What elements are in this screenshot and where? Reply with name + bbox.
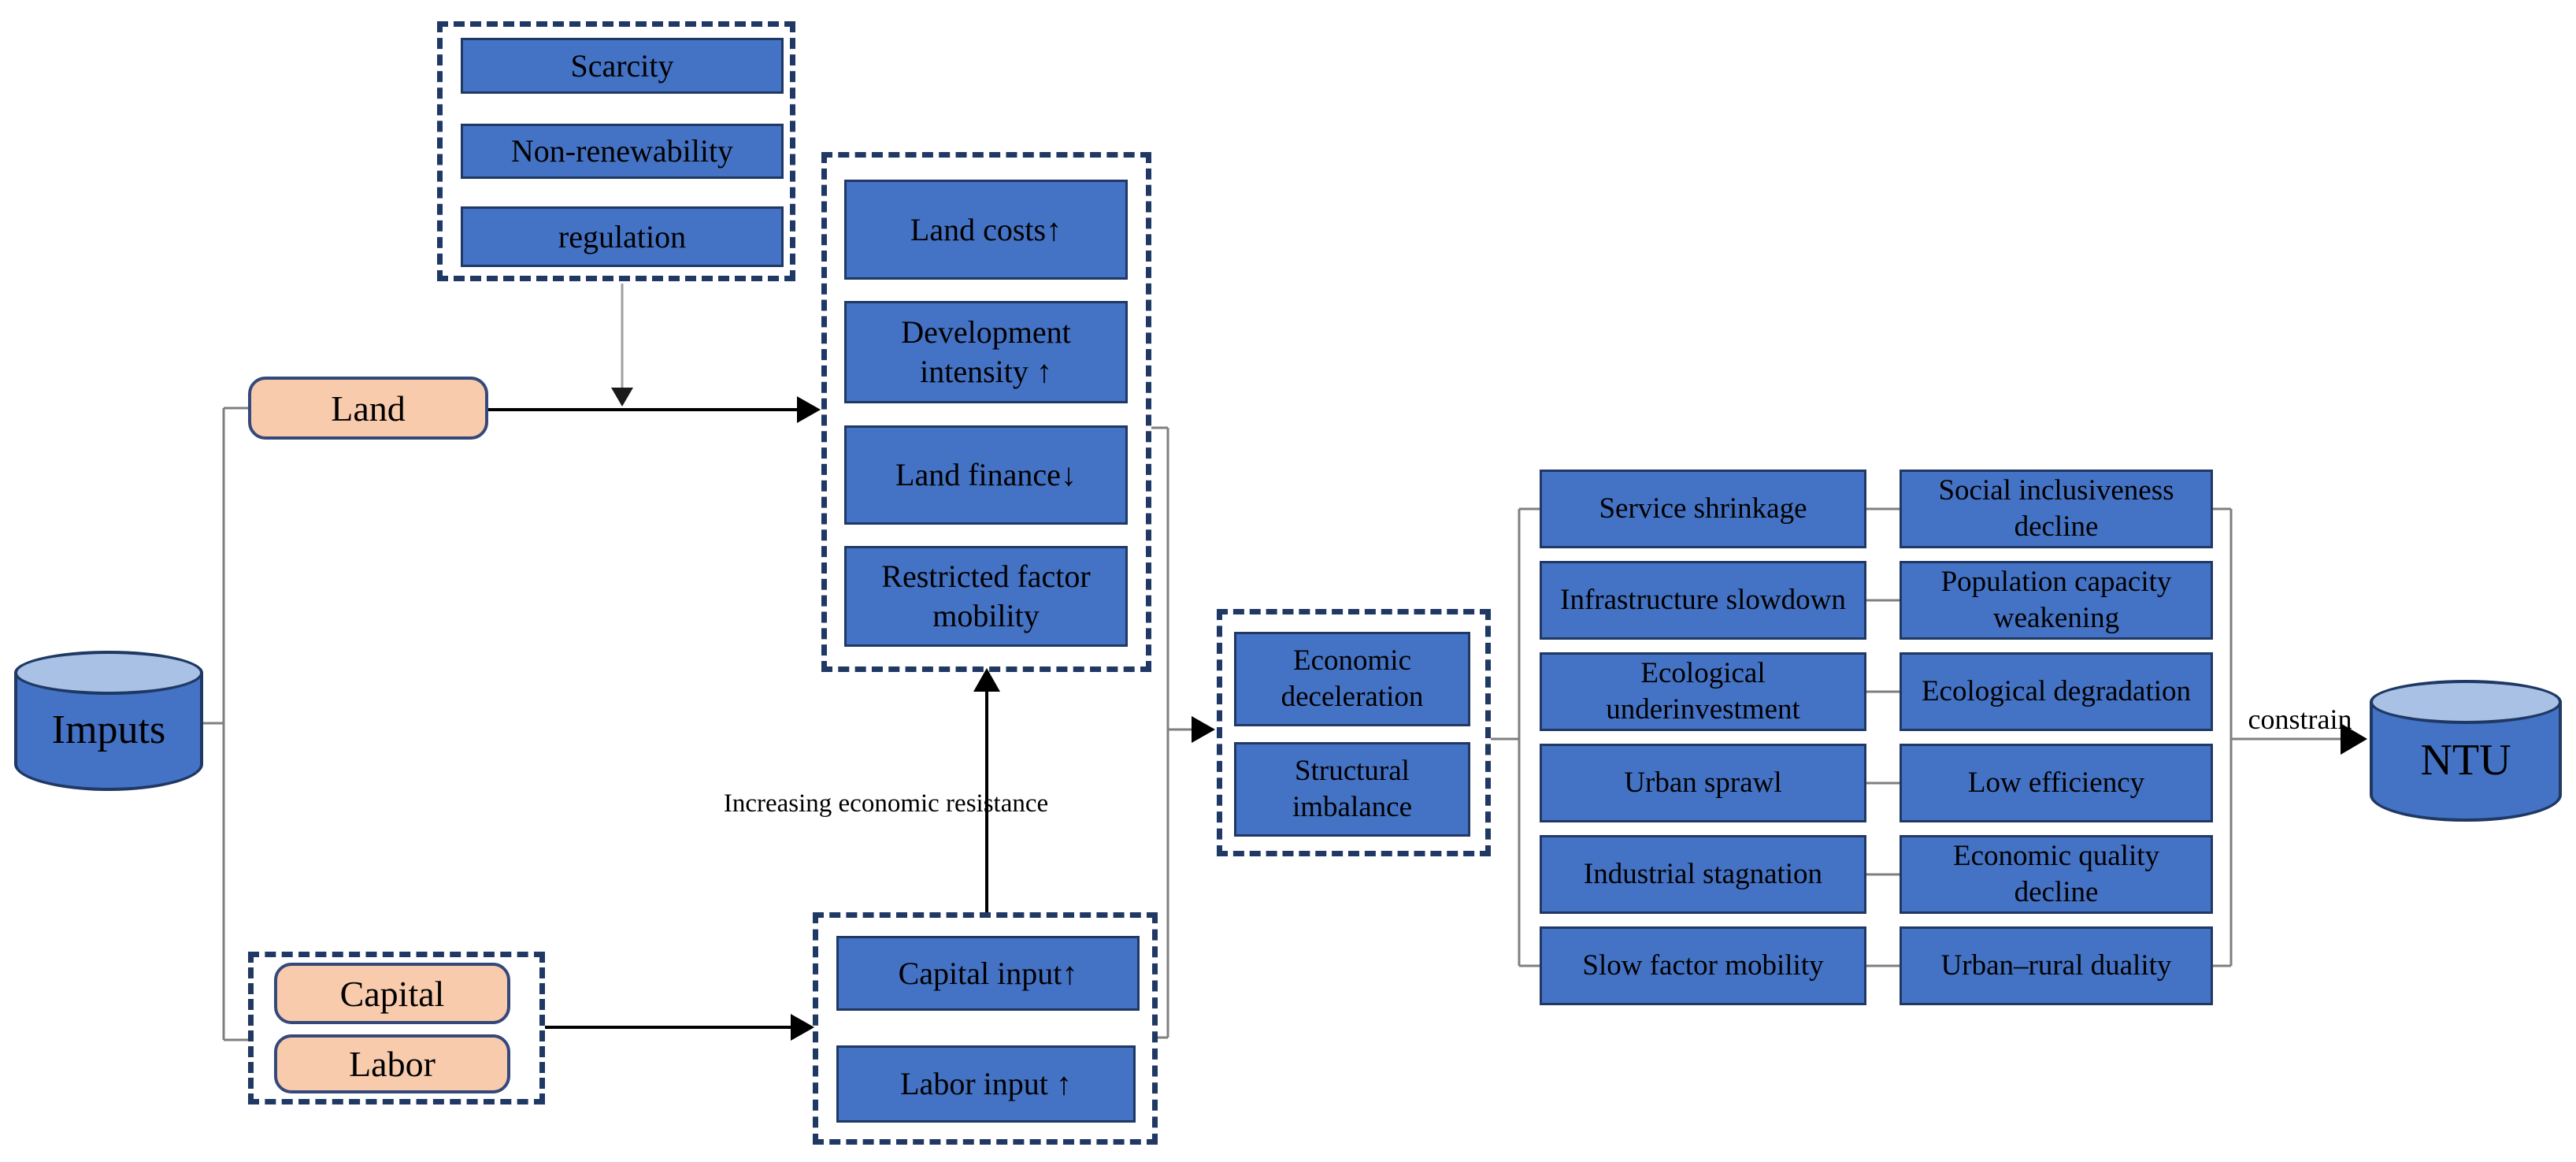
land-effect-label: Land finance↓ — [895, 457, 1077, 492]
land-effect-label: Development intensity ↑ — [901, 314, 1071, 389]
cause-box: Urban sprawl — [1540, 744, 1866, 822]
effect-box: Ecological degradation — [1900, 652, 2213, 731]
cause-box: Ecological underinvestment — [1540, 652, 1866, 731]
effect-box: Economic quality decline — [1900, 835, 2213, 914]
cause-label: Infrastructure slowdown — [1560, 583, 1846, 616]
factor-land-label: Land — [331, 388, 406, 429]
cause-label: Urban sprawl — [1624, 766, 1782, 799]
effect-label: Urban–rural duality — [1940, 949, 2172, 982]
factor-labor-label: Labor — [349, 1044, 436, 1084]
outcome-box: Economic deceleration — [1234, 632, 1470, 726]
land-attribute-label: regulation — [558, 218, 687, 254]
cause-label: Service shrinkage — [1599, 492, 1807, 525]
land-effect-box: Land finance↓ — [844, 425, 1128, 525]
input-effects-group — [813, 912, 1158, 1145]
factor-capital: Capital — [274, 963, 510, 1024]
outcome-label: Economic deceleration — [1281, 644, 1424, 713]
land-effect-box: Land costs↑ — [844, 180, 1128, 280]
effect-box: Low efficiency — [1900, 744, 2213, 822]
land-effect-label: Land costs↑ — [910, 211, 1062, 247]
attributes-down-arrowhead — [611, 388, 633, 407]
effect-label: Economic quality decline — [1952, 839, 2160, 908]
land-attribute-box: Non-renewability — [461, 124, 784, 179]
land-attributes-group — [437, 21, 795, 281]
input-effect-box: Capital input↑ — [836, 936, 1140, 1011]
land-effects-arrowhead — [797, 396, 821, 423]
ntu-cylinder-top — [2370, 680, 2562, 724]
land-attribute-box: Scarcity — [461, 38, 784, 94]
effect-label: Social inclusiveness decline — [1938, 473, 2174, 543]
factor-labor: Labor — [274, 1034, 510, 1093]
factor-capital-label: Capital — [339, 973, 445, 1014]
effect-label: Ecological degradation — [1921, 674, 2192, 707]
cause-box: Slow factor mobility — [1540, 926, 1866, 1005]
outcomes-arrowhead — [1192, 716, 1215, 743]
land-attribute-label: Non-renewability — [510, 133, 734, 169]
inputs-cylinder: Imputs — [14, 651, 203, 791]
cause-label: Industrial stagnation — [1583, 857, 1823, 890]
inputs-cylinder-top — [14, 651, 203, 695]
cause-label: Slow factor mobility — [1582, 949, 1824, 982]
input-effect-label: Capital input↑ — [898, 955, 1078, 991]
cause-box: Infrastructure slowdown — [1540, 561, 1866, 640]
effect-label: Population capacity weakening — [1940, 565, 2172, 634]
outcome-label: Structural imbalance — [1292, 754, 1413, 823]
cause-label: Ecological underinvestment — [1606, 656, 1800, 726]
outcome-box: Structural imbalance — [1234, 742, 1470, 837]
constrain-annotation: constrain — [2248, 704, 2352, 735]
land-attribute-label: Scarcity — [570, 47, 674, 84]
effect-box: Urban–rural duality — [1900, 926, 2213, 1005]
land-effect-label: Restricted factor mobility — [881, 559, 1091, 633]
effect-label: Low efficiency — [1967, 766, 2145, 799]
inputs-cylinder-label: Imputs — [51, 707, 166, 752]
factor-land: Land — [248, 377, 488, 440]
ntu-cylinder-label: NTU — [2420, 735, 2511, 785]
effect-box: Population capacity weakening — [1900, 561, 2213, 640]
land-effect-box: Development intensity ↑ — [844, 301, 1128, 403]
effect-box: Social inclusiveness decline — [1900, 470, 2213, 548]
resistance-arrowhead — [973, 668, 1000, 692]
capital-labor-group — [248, 952, 545, 1104]
ntu-arrowhead — [2341, 723, 2367, 755]
capital-labor-arrowhead — [791, 1014, 814, 1041]
ntu-cylinder: NTU — [2370, 680, 2562, 822]
land-effect-box: Restricted factor mobility — [844, 546, 1128, 647]
land-effects-group — [821, 152, 1151, 672]
cause-box: Service shrinkage — [1540, 470, 1866, 548]
outcomes-group — [1217, 609, 1491, 856]
resistance-annotation: Increasing economic resistance — [723, 789, 1049, 818]
input-effect-label: Labor input ↑ — [900, 1066, 1072, 1101]
cause-box: Industrial stagnation — [1540, 835, 1866, 914]
land-attribute-box: regulation — [461, 206, 784, 267]
input-effect-box: Labor input ↑ — [836, 1045, 1136, 1123]
